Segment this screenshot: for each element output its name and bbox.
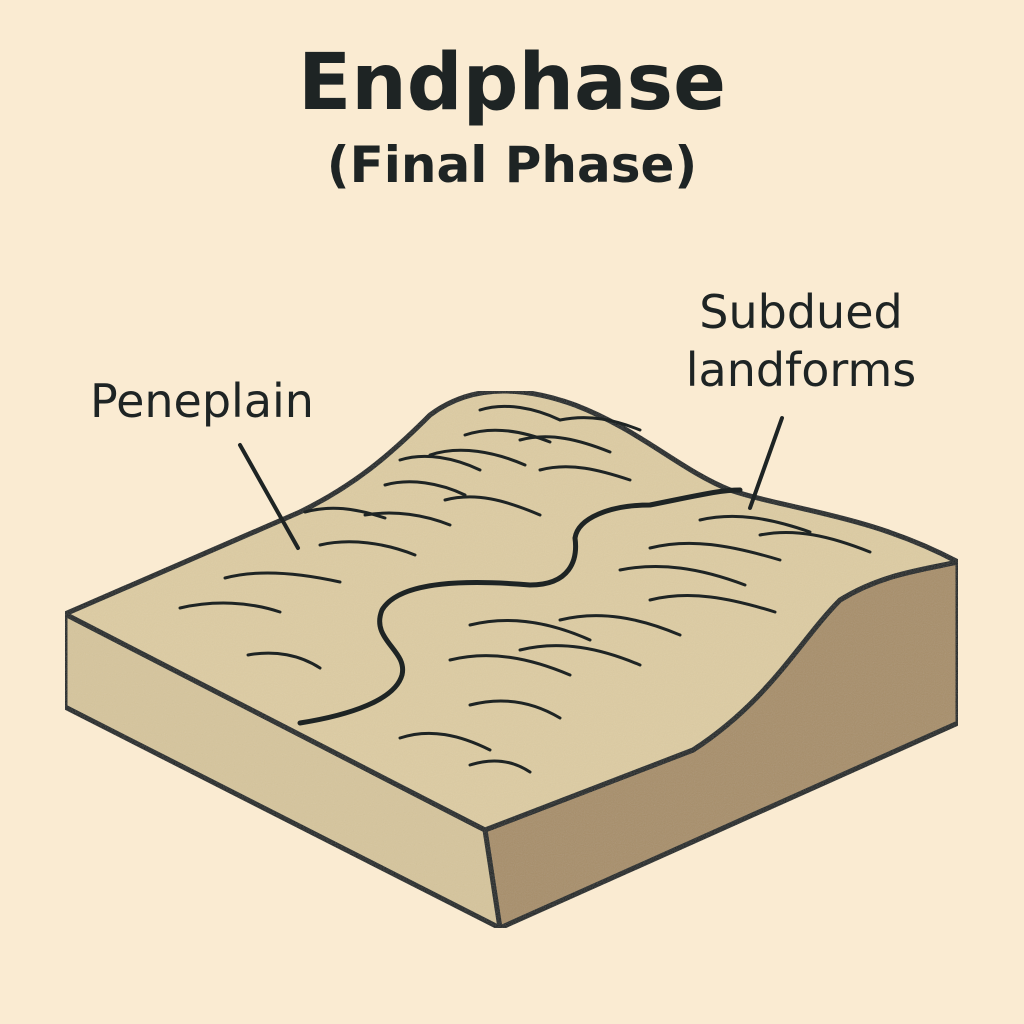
subdued-landforms-label-line1: Subdued <box>699 285 903 339</box>
terrain-contour-strokes <box>178 404 872 774</box>
subdued-landforms-label: Subdued landforms <box>666 283 936 399</box>
peneplain-leader-line <box>238 443 300 550</box>
subdued-landforms-label-line2: landforms <box>685 343 917 397</box>
subdued-landforms-leader-line <box>748 416 784 510</box>
diagram-subtitle: (Final Phase) <box>326 136 698 194</box>
river-channel <box>297 487 743 726</box>
peneplain-label: Peneplain <box>90 374 314 428</box>
block-top-surface <box>62 388 961 833</box>
diagram-title: Endphase <box>298 38 726 128</box>
